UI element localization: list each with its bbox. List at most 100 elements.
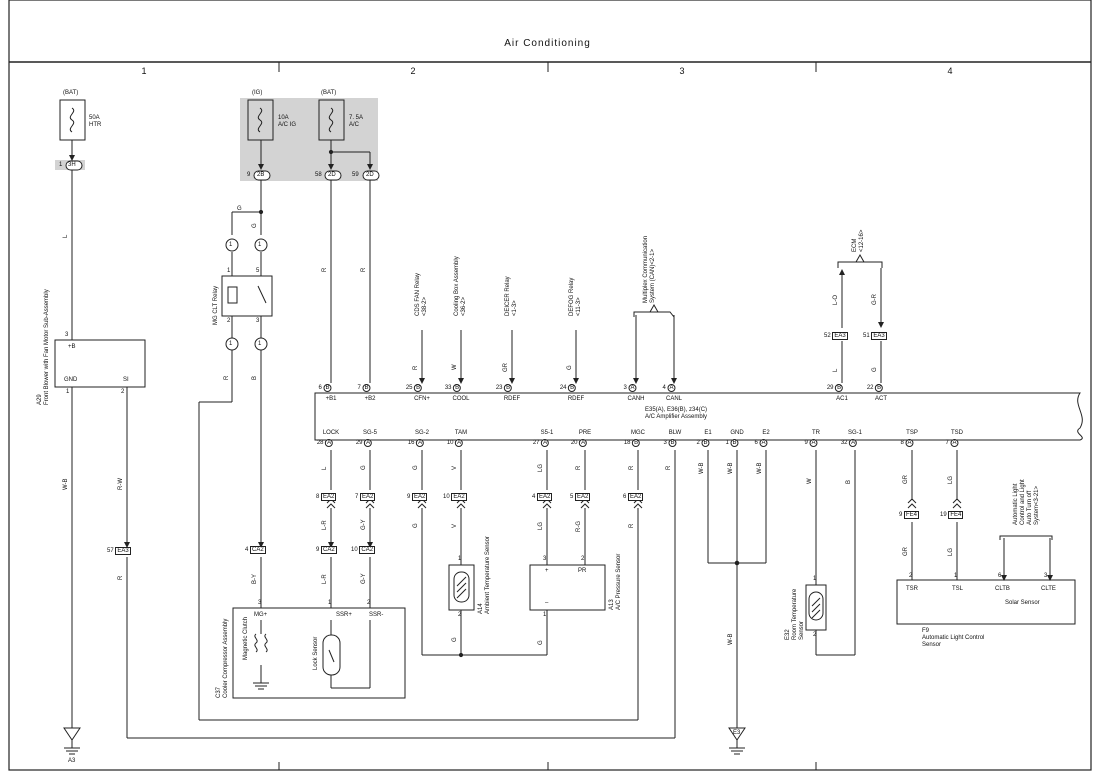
amp-top-pin: 3 A <box>623 384 637 392</box>
blower-pin-label-gnd: GND <box>64 377 78 383</box>
wire: R <box>666 465 672 470</box>
amp-label: GND <box>730 430 744 436</box>
wire: W-B <box>699 462 705 474</box>
ea2-conn: 7 EA2 <box>355 493 376 501</box>
relay-pin-3: 3 <box>256 318 260 324</box>
wire-cool: W <box>452 364 458 370</box>
wire: GR <box>903 475 909 484</box>
blower-pin-1: 1 <box>66 389 70 395</box>
wire-cfn: R <box>413 365 419 370</box>
zone-label-2: 2 <box>410 66 416 76</box>
ea2-conn: 8 EA2 <box>316 493 337 501</box>
conn-act1-pin: 58 <box>315 172 322 178</box>
wire-rdef2: G <box>567 365 573 370</box>
relay-conn-1c: 1 <box>229 341 233 347</box>
ground-e3: E3 <box>733 730 741 736</box>
amp-label: PRE <box>578 430 592 436</box>
amp-label: E2 <box>762 430 770 436</box>
amp-label: TAM <box>454 430 468 436</box>
amp-bottom-pin: 29 A <box>355 439 373 447</box>
zone-label-4: 4 <box>947 66 953 76</box>
amp-label: S5-1 <box>540 430 554 436</box>
solar-label: TSL <box>952 586 964 592</box>
amp-label: RDEF <box>503 396 521 402</box>
wire-lo: L-O <box>833 294 839 305</box>
press-label: PR <box>578 568 587 574</box>
press-label: + <box>545 568 549 574</box>
wire-r-blw: R <box>118 575 124 580</box>
amb-pin-2: 2 <box>458 612 462 618</box>
amp-bottom-pin: 18 B <box>623 439 641 447</box>
solar-sensor-ref: F9 Automatic Light Control Sensor <box>922 628 985 648</box>
wire-wb: W-B <box>63 478 69 490</box>
relay-pin-1: 1 <box>227 268 231 274</box>
fuse-htr-name: HTR <box>89 122 102 128</box>
press-label: – <box>545 600 549 606</box>
solar-pin: 3 <box>1044 573 1048 579</box>
solar-pin: 2 <box>909 573 913 579</box>
ea2-conn: 6 EA2 <box>623 493 644 501</box>
amp-label: RDEF <box>567 396 585 402</box>
wire: V <box>452 523 458 528</box>
amp-name-1: E35(A), E36(B), z34(C) <box>645 407 708 413</box>
compressor-name: C37 Cooler Compressor Assembly <box>216 618 229 698</box>
amp-top-pin: 4 A <box>662 384 676 392</box>
wire: G <box>413 523 419 528</box>
solar-sensor-name: Solar Sensor <box>1005 600 1040 606</box>
fuse-act-source: (BAT) <box>321 90 337 96</box>
amb-sensor-name: A14 Ambient Temperature Sensor <box>478 536 491 614</box>
ecm-conn-52: 52 EA3 <box>824 332 848 340</box>
ground-a3: A3 <box>68 758 76 764</box>
press-pin: 2 <box>581 556 585 562</box>
amp-top-pin: 33 B <box>444 384 462 392</box>
amp-label: TSP <box>906 430 918 436</box>
amp-label: SG-5 <box>362 430 378 436</box>
amp-label: BLW <box>668 430 682 436</box>
amp-bottom-pin: 28 A <box>316 439 334 447</box>
wire: L-R <box>322 520 328 530</box>
wire: R <box>629 465 635 470</box>
relay-wire-b: B <box>252 375 258 380</box>
defog-relay-label: DEFOG Relay <11-3> <box>569 277 582 316</box>
room-pin-1: 1 <box>813 576 817 582</box>
wire: W-B <box>757 462 763 474</box>
wire-act: G <box>872 367 878 372</box>
ea2-conn: 10 EA2 <box>443 493 467 501</box>
wire: R <box>629 523 635 528</box>
conn-act2-id: 2D <box>366 172 374 178</box>
blower-pin-2: 2 <box>121 389 125 395</box>
wire-rdef1: GR <box>503 363 509 372</box>
fuse-acig-rating: 10A <box>278 115 289 121</box>
wire-ground: W-B <box>728 633 734 645</box>
relay-wire-g2: G <box>252 223 258 228</box>
cds-fan-relay-label: CDS FAN Relay <38-2> <box>415 272 428 316</box>
amp-label: ACT <box>875 396 887 402</box>
wire: G <box>361 465 367 470</box>
blower-name: A29 Front Blower with Fan Motor Sub-Asse… <box>37 289 50 405</box>
room-sensor-name: E32 Room Temperature Sensor <box>785 588 805 640</box>
comp-label: SSR+ <box>336 612 352 618</box>
wire-ac1: L <box>833 368 839 372</box>
room-pin-2: 2 <box>813 632 817 638</box>
amp-label: CFN+ <box>414 396 430 402</box>
amp-label: TSD <box>951 430 963 436</box>
comp-pin: 1 <box>328 600 332 606</box>
wire: G <box>413 465 419 470</box>
ea3-57: 57 EA3 <box>107 547 131 555</box>
relay-conn-1d: 1 <box>258 341 262 347</box>
wire-gr: G-R <box>872 294 878 305</box>
wire: B-Y <box>252 573 258 584</box>
wire: G-Y <box>361 519 367 530</box>
fuse-htr-rating: 50A <box>89 115 100 121</box>
solar-label: CLTE <box>1041 586 1056 592</box>
amp-label: COOL <box>452 396 470 402</box>
conn-act1-id: 2D <box>328 172 336 178</box>
wire: W <box>807 478 813 484</box>
relay-pin-2: 2 <box>227 318 231 324</box>
ecm-label: ECM <12-16> <box>852 229 865 252</box>
conn-htr-id: 3H <box>68 162 76 168</box>
zone-label-1: 1 <box>141 66 147 76</box>
amp-label: +B1 <box>325 396 337 402</box>
amp-name-2: A/C Amplifier Assembly <box>645 414 708 420</box>
amp-top-pin: 29 B <box>826 384 844 392</box>
